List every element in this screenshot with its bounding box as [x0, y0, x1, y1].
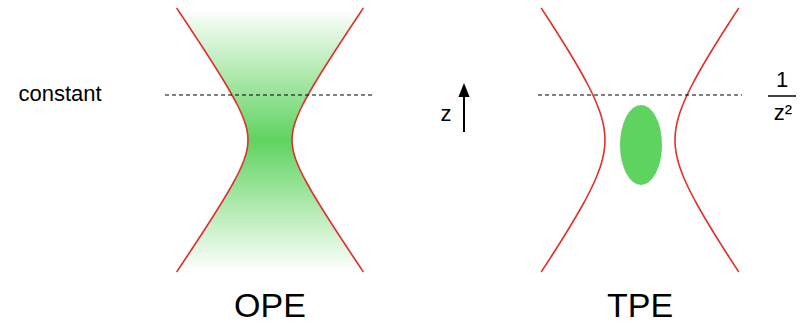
beam-edge: [541, 8, 605, 272]
fluorescence-spot: [620, 105, 662, 185]
beam-edge: [675, 8, 739, 272]
fraction-denominator: z²: [774, 102, 792, 124]
panel-title: TPE: [607, 288, 673, 322]
dashed-level: [538, 94, 742, 95]
panel-title: OPE: [234, 288, 306, 322]
beam-edge: [177, 8, 248, 272]
fraction-numerator: 1: [776, 69, 788, 91]
dashed-level: [165, 94, 372, 95]
beam-edge: [292, 8, 363, 272]
z-axis-arrow: [463, 90, 465, 132]
fluorescence-glow: [177, 8, 364, 272]
axis-label: z: [441, 103, 452, 125]
fraction-bar: [768, 95, 796, 97]
level-label: constant: [18, 83, 101, 105]
